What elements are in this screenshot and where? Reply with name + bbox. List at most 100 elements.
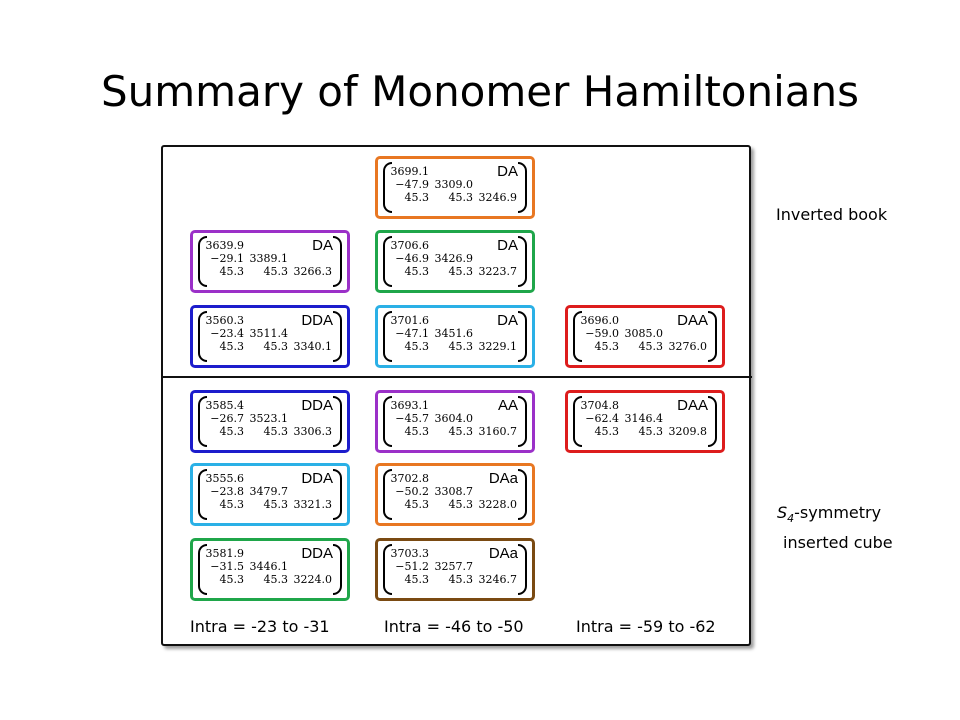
matrix-element: 3699.1 <box>390 165 430 178</box>
left-parenthesis <box>573 311 582 362</box>
matrix-element: −59.0 <box>585 327 619 340</box>
matrix-element: 3160.7 <box>478 425 518 438</box>
matrix-element: 3696.0 <box>580 314 620 327</box>
matrix-element: 45.3 <box>448 191 474 204</box>
matrix-element: 45.3 <box>263 265 289 278</box>
matrix-element: 45.3 <box>448 265 474 278</box>
matrix-element: 45.3 <box>404 573 430 586</box>
matrix-element: 45.3 <box>448 573 474 586</box>
matrix-element: 3446.1 <box>249 560 289 573</box>
hbond-type-label: DDA <box>301 312 333 329</box>
hbond-type-label: DAA <box>677 312 708 329</box>
matrix-element: 45.3 <box>638 425 664 438</box>
matrix-element: −23.8 <box>210 485 244 498</box>
matrix-element: 3246.9 <box>478 191 518 204</box>
hbond-type-label: DA <box>497 163 518 180</box>
matrix-element: −62.4 <box>585 412 619 425</box>
structure-divider <box>162 376 752 378</box>
matrix-element: 45.3 <box>448 498 474 511</box>
matrix-element: 3604.0 <box>434 412 474 425</box>
matrix-element: 45.3 <box>404 191 430 204</box>
matrix-element: 3308.7 <box>434 485 474 498</box>
s4-symbol: S <box>777 503 788 522</box>
right-parenthesis <box>333 469 342 520</box>
right-parenthesis <box>708 311 717 362</box>
matrix-element: 3146.4 <box>624 412 664 425</box>
right-parenthesis <box>333 236 342 287</box>
left-parenthesis <box>383 236 392 287</box>
matrix-element: 3276.0 <box>668 340 708 353</box>
s4-symmetry-label: S4-symmetry <box>777 503 881 529</box>
right-parenthesis <box>518 236 527 287</box>
matrix-element: 3581.9 <box>205 547 245 560</box>
matrix-element: 3246.7 <box>478 573 518 586</box>
matrix-element: 3228.0 <box>478 498 518 511</box>
matrix-element: 45.3 <box>594 425 620 438</box>
matrix-element: 3389.1 <box>249 252 289 265</box>
matrix-element: 45.3 <box>448 340 474 353</box>
matrix-element: 3701.6 <box>390 314 430 327</box>
matrix-element: 3266.3 <box>293 265 333 278</box>
right-parenthesis <box>518 162 527 213</box>
matrix-element: 3209.8 <box>668 425 708 438</box>
matrix-element: 45.3 <box>594 340 620 353</box>
left-parenthesis <box>383 396 392 447</box>
left-parenthesis <box>383 311 392 362</box>
column-label-1: Intra = -23 to -31 <box>190 617 330 636</box>
matrix-element: 3523.1 <box>249 412 289 425</box>
left-parenthesis <box>383 162 392 213</box>
matrix-element: 45.3 <box>638 340 664 353</box>
matrix-element: −51.2 <box>395 560 429 573</box>
matrix-element: 3555.6 <box>205 472 245 485</box>
matrix-element: −50.2 <box>395 485 429 498</box>
matrix-element: 3560.3 <box>205 314 245 327</box>
matrix-element: 45.3 <box>263 425 289 438</box>
right-parenthesis <box>333 396 342 447</box>
matrix-element: 45.3 <box>219 265 245 278</box>
matrix-element: 3340.1 <box>293 340 333 353</box>
matrix-element: 3704.8 <box>580 399 620 412</box>
hbond-type-label: DAa <box>488 470 518 487</box>
matrix-element: 3479.7 <box>249 485 289 498</box>
matrix-element: 45.3 <box>404 425 430 438</box>
right-parenthesis <box>333 544 342 595</box>
matrix-element: 45.3 <box>263 498 289 511</box>
matrix-element: 45.3 <box>219 425 245 438</box>
left-parenthesis <box>198 311 207 362</box>
matrix-element: 3309.0 <box>434 178 474 191</box>
matrix-element: 3223.7 <box>478 265 518 278</box>
matrix-element: 3702.8 <box>390 472 430 485</box>
right-parenthesis <box>518 311 527 362</box>
right-parenthesis <box>518 396 527 447</box>
matrix-element: 3585.4 <box>205 399 245 412</box>
hbond-type-label: DA <box>312 237 333 254</box>
matrix-element: −31.5 <box>210 560 244 573</box>
matrix-element: 3257.7 <box>434 560 474 573</box>
inserted-cube-label: inserted cube <box>783 533 893 552</box>
matrix-element: 45.3 <box>219 573 245 586</box>
matrix-element: 45.3 <box>448 425 474 438</box>
right-parenthesis <box>518 469 527 520</box>
matrix-element: 3224.0 <box>293 573 333 586</box>
matrix-element: −45.7 <box>395 412 429 425</box>
matrix-element: 3693.1 <box>390 399 430 412</box>
matrix-element: 3451.6 <box>434 327 474 340</box>
matrix-element: 3706.6 <box>390 239 430 252</box>
matrix-element: 3306.3 <box>293 425 333 438</box>
matrix-element: 3426.9 <box>434 252 474 265</box>
matrix-element: 45.3 <box>404 498 430 511</box>
left-parenthesis <box>383 469 392 520</box>
matrix-element: 45.3 <box>219 498 245 511</box>
matrix-element: 45.3 <box>404 340 430 353</box>
